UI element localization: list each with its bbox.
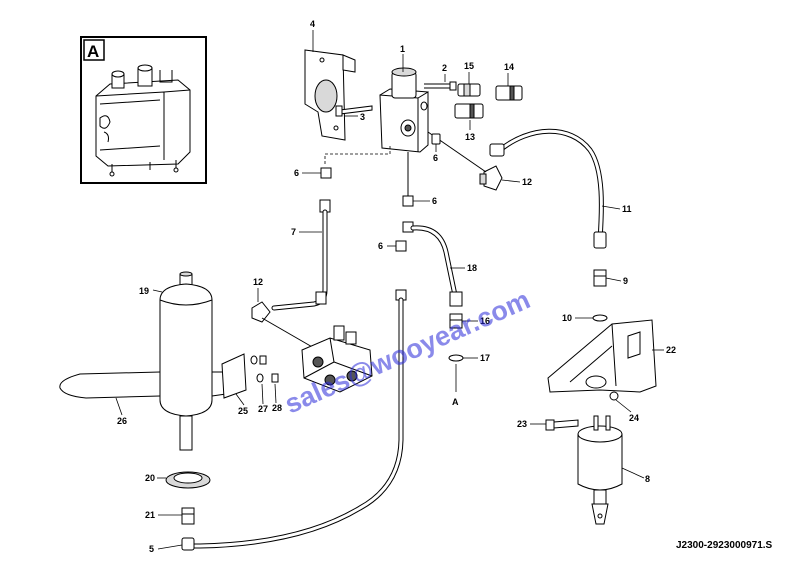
callout-21: 21	[145, 510, 155, 520]
reference-mark-a: A	[452, 397, 459, 407]
callout-11: 11	[622, 204, 632, 214]
filter-bracket	[547, 319, 657, 401]
callout-labels: 1 2 3 4 5 6 6 6 6 7 8 9 10 11 12 12 13 1…	[117, 19, 676, 554]
fitting-21	[181, 507, 195, 525]
callout-20: 20	[145, 473, 155, 483]
callout-22: 22	[666, 345, 676, 355]
callout-13: 13	[465, 132, 475, 142]
callout-5: 5	[149, 544, 154, 554]
inset-label: A	[87, 42, 99, 61]
callout-6b: 6	[432, 196, 437, 206]
hose-7	[271, 199, 331, 311]
tank-illustration	[95, 64, 191, 177]
callout-6d: 6	[433, 153, 438, 163]
callout-25: 25	[238, 406, 248, 416]
callout-19: 19	[139, 286, 149, 296]
callout-3: 3	[360, 112, 365, 122]
control-valve	[301, 325, 373, 393]
callout-28: 28	[272, 403, 282, 413]
valve-block	[335, 67, 457, 153]
mounting-bracket	[304, 49, 356, 141]
drawing-number: J2300-2923000971.S	[676, 540, 773, 551]
callout-26: 26	[117, 416, 127, 426]
hose-11	[489, 128, 607, 249]
callout-17: 17	[480, 353, 490, 363]
callout-10: 10	[562, 313, 572, 323]
hose-5	[181, 289, 407, 551]
seal-20	[165, 471, 211, 489]
callout-7: 7	[291, 227, 296, 237]
callout-27: 27	[258, 404, 268, 414]
callout-16: 16	[480, 316, 490, 326]
filter	[577, 415, 623, 525]
accumulator	[159, 271, 213, 451]
plate-25	[221, 353, 279, 399]
reference-dash	[324, 145, 391, 164]
callout-12a: 12	[522, 177, 532, 187]
callout-14: 14	[504, 62, 514, 72]
fittings-6	[320, 133, 441, 252]
callout-4: 4	[310, 19, 315, 29]
fitting-9	[593, 269, 607, 287]
o-ring-17	[448, 354, 464, 362]
callout-12b: 12	[253, 277, 263, 287]
sensors	[454, 83, 523, 119]
elbow-fitting-lower	[251, 301, 315, 349]
callout-9: 9	[623, 276, 628, 286]
leader-lines	[115, 30, 664, 550]
callout-1: 1	[400, 44, 405, 54]
callout-6a: 6	[294, 168, 299, 178]
callout-15: 15	[464, 61, 474, 71]
callout-24: 24	[629, 413, 639, 423]
callout-18: 18	[467, 263, 477, 273]
callout-8: 8	[645, 474, 650, 484]
callout-6c: 6	[378, 241, 383, 251]
callout-2: 2	[442, 63, 447, 73]
inset-a: A	[80, 36, 207, 184]
callout-23: 23	[517, 419, 527, 429]
hose-18	[402, 221, 463, 307]
o-ring-10	[592, 314, 608, 322]
bolt-23	[545, 419, 579, 431]
